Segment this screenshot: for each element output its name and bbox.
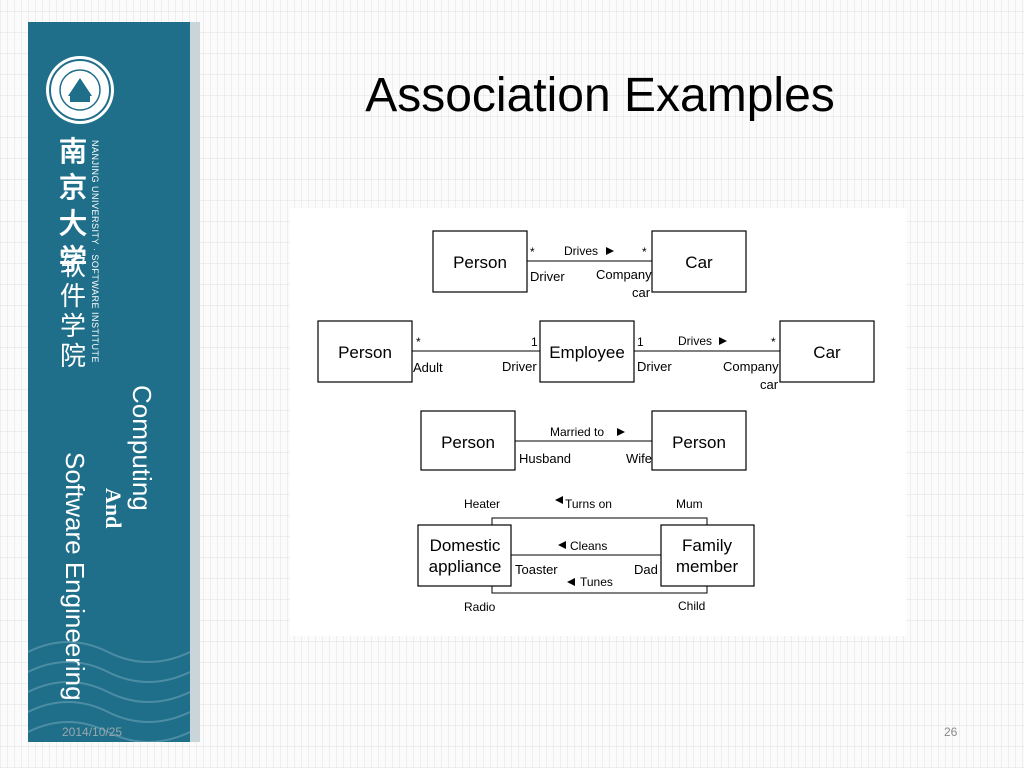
- direction-arrow-icon: [555, 496, 563, 504]
- class-name: appliance: [429, 557, 502, 576]
- sidebar-text-computing: Computing: [127, 385, 157, 511]
- slide-date: 2014/10/25: [62, 725, 123, 739]
- multiplicity: 1: [637, 335, 644, 349]
- direction-arrow-icon: [617, 428, 625, 436]
- role-name: Heater: [464, 497, 500, 511]
- class-name: Employee: [549, 343, 625, 362]
- role-name: car: [760, 377, 779, 392]
- class-name: Person: [338, 343, 392, 362]
- role-name: Driver: [530, 269, 565, 284]
- multiplicity: *: [642, 245, 647, 259]
- class-name: Car: [685, 253, 713, 272]
- association-name: Drives: [564, 244, 598, 258]
- direction-arrow-icon: [567, 578, 575, 586]
- role-name: Child: [678, 599, 705, 613]
- association-name: Married to: [550, 425, 604, 439]
- class-box-car: [651, 230, 747, 293]
- role-name: Driver: [637, 359, 672, 374]
- class-box-car: [779, 320, 875, 383]
- class-box-domestic-appliance: [417, 524, 512, 587]
- sidebar-edge: [190, 22, 200, 742]
- direction-arrow-icon: [606, 247, 614, 255]
- university-seal-icon: [46, 56, 114, 124]
- class-name: Family: [682, 536, 733, 555]
- class-name: Car: [813, 343, 841, 362]
- role-name: Husband: [519, 451, 571, 466]
- association-name: Cleans: [570, 539, 607, 553]
- uml-association-diagram: Person Car * * Drives Driver Company car…: [290, 208, 906, 636]
- multiplicity: *: [530, 245, 535, 259]
- multiplicity: *: [416, 335, 421, 349]
- role-name: Wife: [626, 451, 652, 466]
- role-name: Radio: [464, 600, 496, 614]
- sidebar-text-software-engineering: Software Engineering: [60, 452, 90, 701]
- institute-name-cn: 软件学院: [59, 252, 86, 372]
- direction-arrow-icon: [558, 541, 566, 549]
- role-name: Mum: [676, 497, 703, 511]
- role-name: car: [632, 285, 651, 300]
- role-name: Company: [596, 267, 652, 282]
- class-name: Person: [441, 433, 495, 452]
- multiplicity: 1: [531, 335, 538, 349]
- role-name: Company: [723, 359, 779, 374]
- association-name: Tunes: [580, 575, 613, 589]
- role-name: Driver: [502, 359, 537, 374]
- role-name: Toaster: [515, 562, 558, 577]
- class-box-person: [317, 320, 413, 383]
- direction-arrow-icon: [719, 337, 727, 345]
- class-name: member: [676, 557, 739, 576]
- class-box-family-member: [660, 524, 755, 587]
- association-line: [491, 586, 708, 594]
- university-name-cn: 南京大学: [58, 135, 87, 276]
- class-name: Person: [453, 253, 507, 272]
- role-name: Adult: [413, 360, 443, 375]
- slide-page-number: 26: [944, 725, 958, 739]
- class-name: Domestic: [430, 536, 501, 555]
- slide-title: Association Examples: [365, 69, 835, 122]
- class-box-employee: [539, 320, 635, 383]
- class-box-person: [432, 230, 528, 293]
- association-name: Drives: [678, 334, 712, 348]
- sidebar-banner: [28, 22, 190, 742]
- wave-decoration: [28, 641, 190, 742]
- class-name: Person: [672, 433, 726, 452]
- association-name: Turns on: [565, 497, 612, 511]
- role-name: Dad: [634, 562, 658, 577]
- association-line: [491, 517, 708, 525]
- sidebar-text-and: And: [101, 488, 126, 529]
- class-box-person: [651, 410, 747, 471]
- multiplicity: *: [771, 335, 776, 349]
